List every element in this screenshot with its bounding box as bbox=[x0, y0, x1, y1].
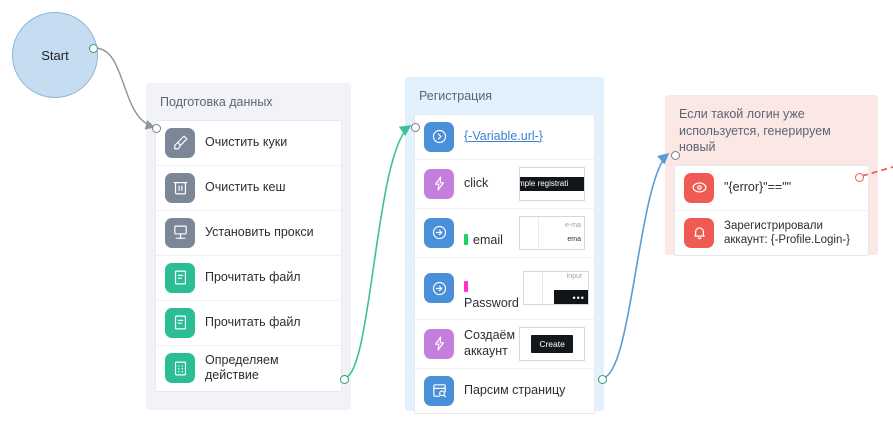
lightning-icon bbox=[424, 168, 454, 199]
node-label-url[interactable]: {-Variable.url-} bbox=[464, 128, 543, 143]
group-registration[interactable]: Регистрация {-Variable.url-} click bbox=[405, 77, 604, 414]
reg-output-port[interactable] bbox=[598, 375, 607, 384]
document-icon bbox=[165, 307, 195, 338]
field-marker-password bbox=[464, 281, 468, 293]
node-clear-cache[interactable]: Очистить кеш bbox=[156, 165, 341, 211]
node-label-text: Password bbox=[464, 295, 519, 310]
document-icon bbox=[165, 262, 195, 293]
thumbnail-text: input bbox=[566, 273, 582, 281]
node-create-account[interactable]: Создаём аккаунт Create bbox=[415, 319, 594, 369]
group-registration-body: {-Variable.url-} click mple registrati bbox=[414, 113, 595, 414]
err-output-port[interactable] bbox=[855, 173, 864, 182]
node-click[interactable]: click mple registrati bbox=[415, 159, 594, 209]
node-condition-error[interactable]: "{error}"=="" bbox=[675, 165, 868, 211]
group-login-error-handler[interactable]: Если такой логин уже используется, генер… bbox=[665, 95, 878, 256]
group-login-error-body: "{error}"=="" Зарегистрировали аккаунт: … bbox=[674, 164, 869, 256]
node-label: Определяем действие bbox=[205, 352, 279, 383]
group-login-error-title: Если такой логин уже используется, генер… bbox=[679, 107, 831, 155]
reg-input-port[interactable] bbox=[411, 123, 420, 132]
monitor-icon bbox=[165, 217, 195, 248]
edge-reg-to-err bbox=[601, 152, 670, 379]
node-label: click bbox=[464, 175, 489, 190]
thumbnail-button-label: Create bbox=[531, 334, 573, 353]
group-registration-title: Регистрация bbox=[419, 89, 493, 103]
node-thumbnail-password: input ••• bbox=[522, 271, 589, 306]
lightning-icon bbox=[424, 328, 454, 359]
node-parse-page[interactable]: Парсим страницу bbox=[415, 368, 594, 413]
prep-input-port[interactable] bbox=[152, 124, 161, 133]
node-read-file-2[interactable]: Прочитать файл bbox=[156, 300, 341, 346]
node-label: Очистить кеш bbox=[205, 179, 286, 194]
node-label: Создаём аккаунт bbox=[464, 327, 516, 358]
group-preparation[interactable]: Подготовка данных Очистить куки bbox=[146, 83, 351, 410]
parse-page-icon bbox=[424, 375, 454, 406]
start-node-label: Start bbox=[41, 47, 69, 63]
node-navigate-url[interactable]: {-Variable.url-} bbox=[415, 114, 594, 160]
thumbnail-text: mple registrati bbox=[520, 176, 584, 191]
bell-icon bbox=[684, 217, 714, 248]
node-label: Прочитать файл bbox=[205, 314, 301, 329]
node-label: email bbox=[464, 217, 515, 248]
input-icon bbox=[424, 217, 454, 248]
node-read-file-1[interactable]: Прочитать файл bbox=[156, 255, 341, 301]
node-input-email[interactable]: email e-ma ema bbox=[415, 208, 594, 258]
trash-icon bbox=[165, 172, 195, 203]
node-set-proxy[interactable]: Установить прокси bbox=[156, 210, 341, 256]
start-node[interactable]: Start bbox=[12, 12, 98, 98]
node-label: Зарегистрировали аккаунт: {-Profile.Logi… bbox=[724, 219, 851, 246]
node-label: Установить прокси bbox=[205, 224, 314, 239]
node-notify-registered[interactable]: Зарегистрировали аккаунт: {-Profile.Logi… bbox=[675, 210, 868, 255]
node-determine-action[interactable]: Определяем действие bbox=[156, 345, 341, 391]
grid-icon bbox=[165, 353, 195, 384]
field-marker-email bbox=[464, 233, 468, 245]
start-output-port[interactable] bbox=[89, 44, 98, 53]
node-thumbnail-email: e-ma ema bbox=[519, 215, 585, 250]
node-thumbnail-click: mple registrati bbox=[519, 166, 585, 201]
thumbnail-password-dots: ••• bbox=[572, 293, 585, 304]
node-label: Парсим страницу bbox=[464, 382, 566, 397]
thumbnail-text-2: ema bbox=[567, 235, 581, 243]
input-icon bbox=[424, 273, 454, 304]
node-thumbnail-create: Create bbox=[519, 326, 586, 361]
navigate-icon bbox=[424, 121, 454, 152]
prep-output-port[interactable] bbox=[340, 375, 349, 384]
group-preparation-body: Очистить куки Очистить кеш bbox=[155, 119, 342, 392]
node-label: Password bbox=[464, 265, 519, 312]
node-clear-cookies[interactable]: Очистить куки bbox=[156, 120, 341, 166]
thumbnail-text: e-ma bbox=[565, 221, 581, 229]
brush-icon bbox=[165, 127, 195, 158]
err-input-port[interactable] bbox=[671, 151, 680, 160]
node-label: "{error}"=="" bbox=[724, 180, 792, 195]
group-preparation-title: Подготовка данных bbox=[160, 95, 273, 109]
node-label: Очистить куки bbox=[205, 134, 288, 149]
edge-prep-to-reg bbox=[343, 125, 412, 379]
node-label: Прочитать файл bbox=[205, 269, 301, 284]
target-icon bbox=[684, 172, 714, 203]
node-input-password[interactable]: Password input ••• bbox=[415, 257, 594, 320]
node-label-text: email bbox=[473, 232, 503, 247]
